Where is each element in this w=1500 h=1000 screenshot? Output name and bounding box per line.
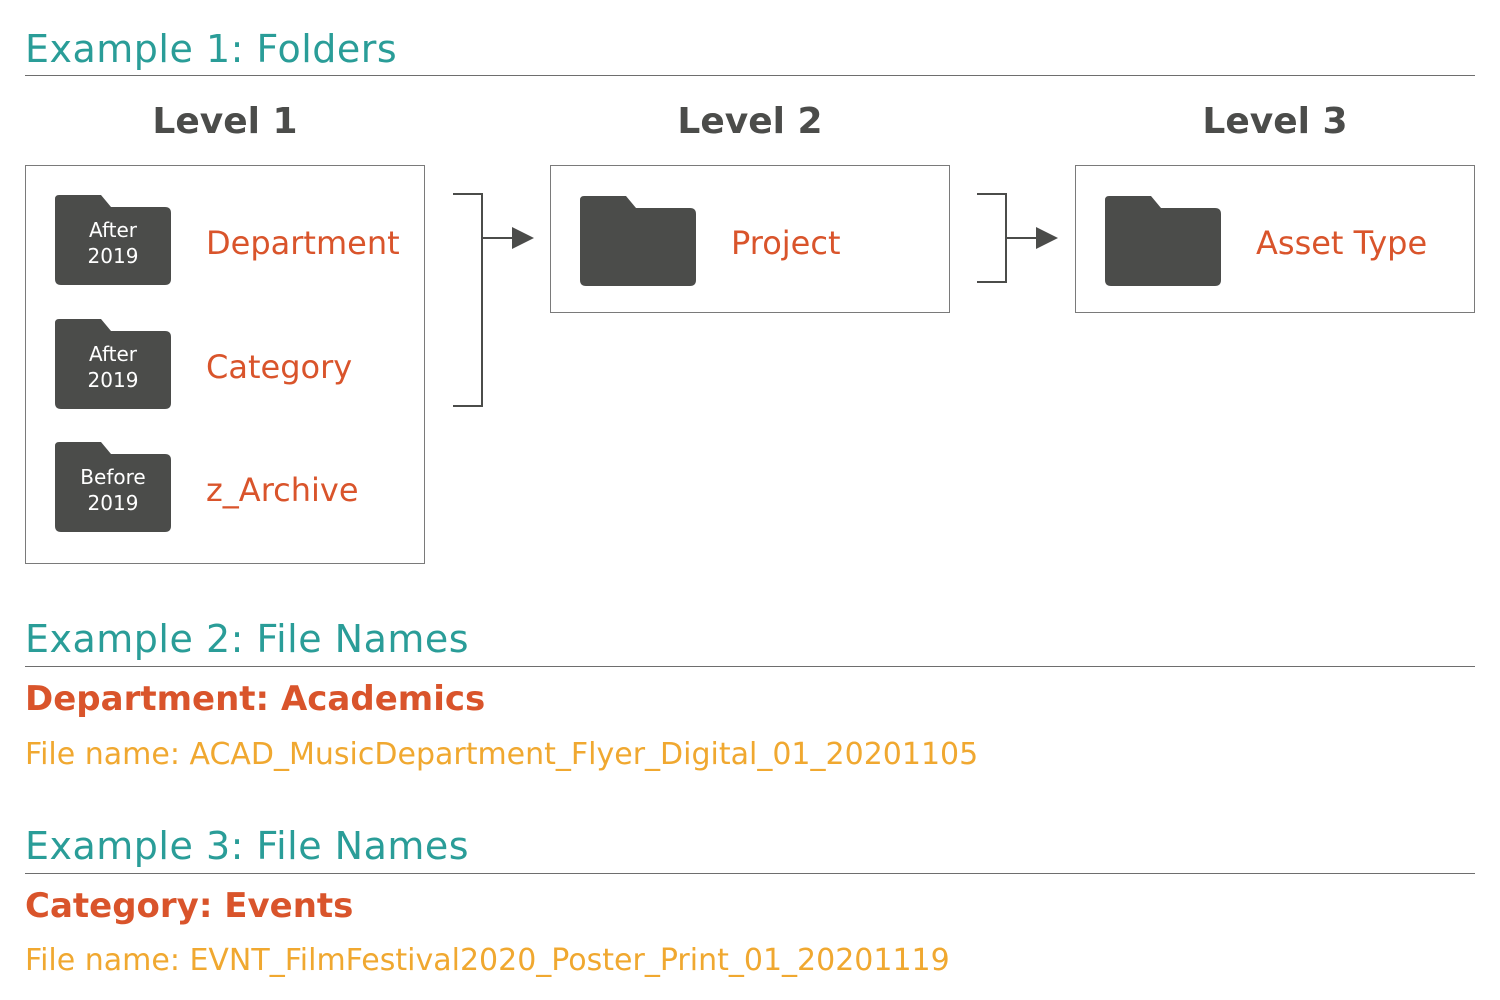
example3-filename: File name: EVNT_FilmFestival2020_Poster_…: [25, 943, 950, 978]
level3-label: Level 3: [1202, 101, 1348, 142]
folder-date-line1: After: [88, 218, 138, 242]
folder-date-label: After 2019: [55, 341, 171, 401]
example2-subheading: Department: Academics: [25, 679, 486, 719]
level1-label: Level 1: [152, 101, 298, 142]
folder-icon[interactable]: [1105, 196, 1221, 286]
folder-name-archive: z_Archive: [206, 471, 359, 509]
folder-date-line2: 2019: [87, 368, 139, 392]
folder-icon[interactable]: Before 2019: [55, 442, 171, 532]
folder-date-line2: 2019: [87, 491, 139, 515]
folder-name-asset-type: Asset Type: [1256, 224, 1428, 262]
folder-date-label: After 2019: [55, 217, 171, 277]
level2-label: Level 2: [677, 101, 823, 142]
bracket-arrow-icon: [453, 193, 534, 407]
folder-date-line1: After: [88, 342, 138, 366]
folder-icon[interactable]: After 2019: [55, 195, 171, 285]
folder-icon[interactable]: After 2019: [55, 319, 171, 409]
level3-box: Asset Type: [1075, 165, 1475, 313]
folder-name-category: Category: [206, 348, 353, 386]
folder-icon[interactable]: [580, 196, 696, 286]
example2-filename: File name: ACAD_MusicDepartment_Flyer_Di…: [25, 737, 979, 772]
example3-title: Example 3: File Names: [25, 824, 470, 868]
example1-title: Example 1: Folders: [25, 27, 398, 71]
level2-box: Project: [550, 165, 950, 313]
example2-divider: [25, 666, 1475, 667]
folder-date-line2: 2019: [87, 244, 139, 268]
folder-date-line1: Before: [80, 465, 146, 489]
example2-title: Example 2: File Names: [25, 617, 470, 661]
folder-name-department: Department: [206, 224, 400, 262]
level1-box: After 2019 Department After 2019 Categor…: [25, 165, 425, 564]
example1-divider: [25, 75, 1475, 76]
example3-subheading: Category: Events: [25, 886, 354, 926]
folder-date-label: Before 2019: [55, 464, 171, 524]
bracket-arrow-icon: [977, 193, 1058, 283]
folder-name-project: Project: [731, 224, 841, 262]
example3-divider: [25, 873, 1475, 874]
